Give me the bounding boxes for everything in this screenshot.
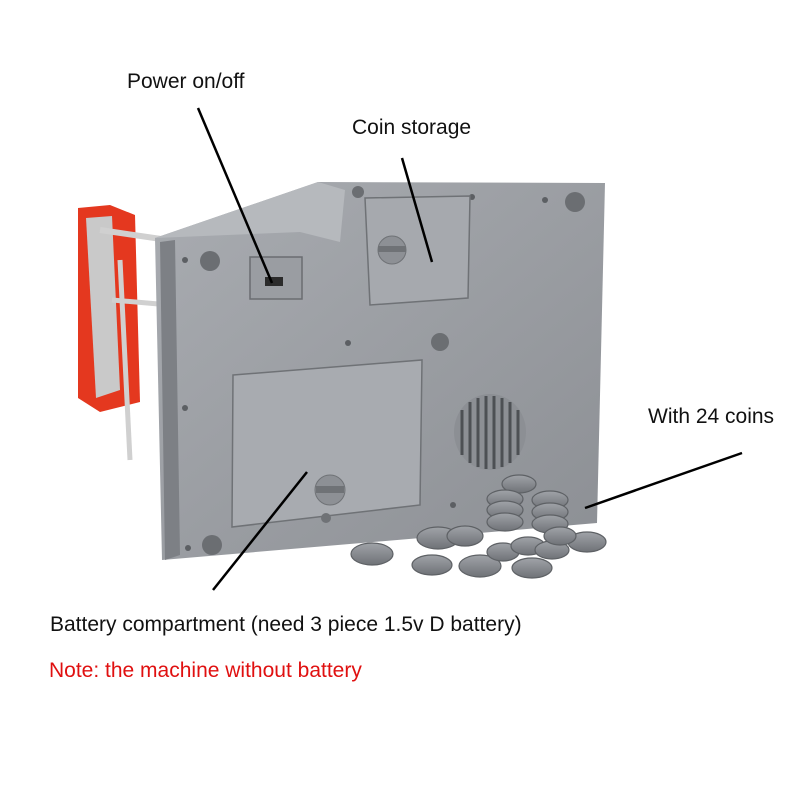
battery-compartment-door [231,359,423,528]
rubber-feet [200,186,585,555]
leader-lines [196,107,743,591]
battery-leader-line [212,471,308,591]
battery-label: Battery compartment (need 3 piece 1.5v D… [50,613,522,636]
coin-storage-label: Coin storage [352,116,472,139]
speaker-grille [454,394,526,470]
power-leader-line [196,107,274,284]
power-switch [249,256,303,300]
note-label: Note: the machine without battery [49,659,362,682]
coin-pile [350,474,607,579]
coin-storage-door [364,195,471,306]
coins-leader-line [584,451,743,510]
coin-storage-leader-line [400,157,434,263]
power-label: Power on/off [127,70,245,93]
coins-label: With 24 coins [648,405,775,428]
